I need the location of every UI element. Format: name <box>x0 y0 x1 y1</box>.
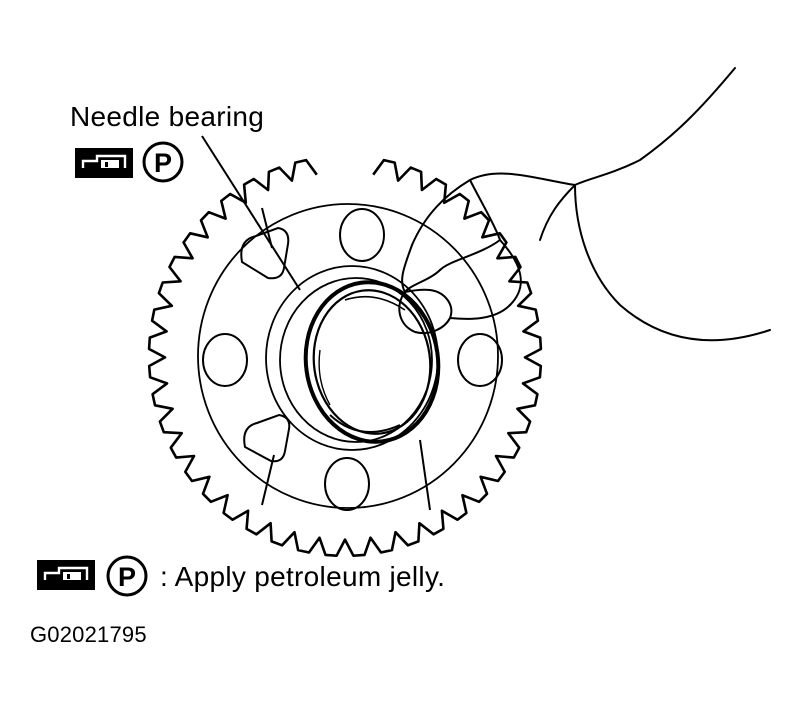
callout-leader-line <box>201 135 301 291</box>
circled-p-icon: P <box>142 141 184 183</box>
gear-teeth <box>147 158 543 557</box>
gear-ratchet-lobes <box>240 207 431 511</box>
gear-holes <box>202 208 503 511</box>
gear-hole <box>324 457 370 511</box>
figure-code: G02021795 <box>30 622 147 647</box>
circled-p-letter: P <box>118 562 136 592</box>
legend-text: : Apply petroleum jelly. <box>160 561 446 592</box>
gear-face-rings <box>197 203 499 509</box>
gear-tooth-outline <box>147 158 543 557</box>
gear-hole <box>339 208 385 262</box>
grease-gun-icon <box>75 148 133 178</box>
needle-bearing <box>303 280 441 444</box>
gear-hole <box>202 333 248 387</box>
circled-p-icon: P <box>106 555 148 597</box>
grease-gun-icon <box>37 560 95 590</box>
gear-hole <box>457 333 503 387</box>
circled-p-letter: P <box>154 148 172 178</box>
hand-illustration <box>398 67 771 342</box>
needle-bearing-label: Needle bearing <box>70 101 265 132</box>
